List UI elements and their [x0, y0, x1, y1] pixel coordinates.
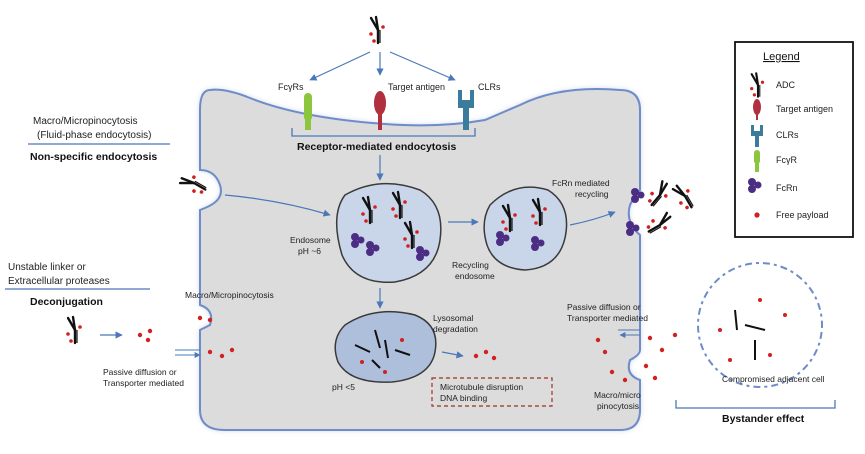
- top-adc-icon: [368, 15, 386, 45]
- lysosome-ph-label: pH <5: [332, 382, 355, 392]
- target-antigen-icon: [753, 99, 761, 120]
- payload-dot: [672, 332, 678, 338]
- payload-dot: [659, 347, 665, 353]
- unstable-linker-label: Unstable linker or: [8, 262, 86, 273]
- receptor-mediated-label: Receptor-mediated endocytosis: [297, 141, 456, 153]
- legend-item-fcrn: FcRn: [776, 183, 798, 193]
- endosome-ph-label: pH ~6: [298, 246, 321, 256]
- deconjugation-label: Deconjugation: [30, 296, 103, 308]
- recycled-adc-icon: [643, 209, 676, 239]
- free-payload-dot: [147, 328, 153, 334]
- payload-dot: [643, 363, 649, 369]
- free-payload-icon: [754, 212, 760, 218]
- recycling-endosome-label-2: endosome: [455, 271, 495, 281]
- fcrn-recycling-label-2: recycling: [575, 189, 609, 199]
- free-payload-dot: [145, 337, 151, 343]
- receptor-bracket: [291, 128, 476, 137]
- dna-binding-label: DNA binding: [440, 393, 488, 403]
- legend-item-clrs: CLRs: [776, 130, 799, 140]
- bystander-label: Bystander effect: [722, 413, 805, 425]
- recycling-endosome-label: Recycling: [452, 260, 489, 270]
- payload-dot: [602, 349, 608, 355]
- clr-receptor-icon: [458, 90, 474, 130]
- transporter-right-label: Transporter mediated: [567, 313, 648, 323]
- legend-item-free-payload: Free payload: [776, 210, 829, 220]
- payload-dot: [609, 369, 615, 375]
- mechanism-of-action-box: [431, 377, 553, 407]
- compromised-cell-label: Compromised adjacent cell: [722, 374, 825, 384]
- bystander-bracket: [675, 400, 836, 409]
- free-payload-dot: [491, 355, 497, 361]
- target-antigen-receptor-icon: [374, 91, 386, 130]
- macro-micro-label-2: Macro/Micropinocytosis: [185, 290, 274, 300]
- endosome-label: Endosome: [290, 235, 331, 245]
- payload-dot: [647, 335, 653, 341]
- payload-dot: [622, 377, 628, 383]
- clr-icon: [751, 125, 763, 147]
- lysosome: [334, 310, 437, 383]
- payload-dot: [219, 353, 225, 359]
- clrs-label: CLRs: [478, 82, 501, 92]
- payload-dot: [207, 349, 213, 355]
- pinocytosis-right-label: pinocytosis: [597, 401, 639, 411]
- entering-adc-icon: [177, 169, 210, 199]
- released-adc-icon: [669, 180, 699, 213]
- endosome: [335, 182, 442, 284]
- passive-diffusion-right-label: Passive diffusion or: [567, 302, 641, 312]
- proteases-label: Extracellular proteases: [8, 276, 110, 287]
- macro-micro-label: Macro/Micropinocytosis: [33, 116, 137, 127]
- fcgr-label: FcγRs: [278, 82, 304, 92]
- payload-dot: [652, 375, 658, 381]
- legend-item-adc: ADC: [776, 80, 796, 90]
- compromised-adjacent-cell: [697, 262, 823, 388]
- recycling-endosome: [483, 186, 568, 271]
- lysosomal-degradation-label-2: degradation: [433, 324, 478, 334]
- recycled-adc-icon: [643, 178, 675, 211]
- fluid-phase-label: (Fluid-phase endocytosis): [37, 130, 152, 141]
- legend-title: Legend: [763, 51, 800, 63]
- microtubule-label: Microtubule disruption: [440, 382, 523, 392]
- deconjugating-adc-icon: [64, 315, 84, 345]
- legend-item-target-antigen: Target antigen: [776, 104, 833, 114]
- transporter-left-label: Transporter mediated: [103, 378, 184, 388]
- payload-dot: [229, 347, 235, 353]
- legend: Legend ADC Target antigen CLRs FcγR FcRn…: [734, 41, 854, 238]
- free-payload-dot: [473, 353, 479, 359]
- legend-item-fcgr: FcγR: [776, 155, 797, 165]
- free-payload-dot: [137, 332, 143, 338]
- fcgr-receptor-icon: [304, 93, 312, 130]
- target-antigen-label: Target antigen: [388, 82, 445, 92]
- payload-dot: [207, 317, 213, 323]
- lysosomal-degradation-label: Lysosomal: [433, 313, 473, 323]
- fcrn-recycling-label: FcRn mediated: [552, 178, 610, 188]
- payload-dot: [595, 337, 601, 343]
- passive-diffusion-left-label: Passive diffusion or: [103, 367, 177, 377]
- free-payload-dot: [483, 349, 489, 355]
- fcgr-icon: [754, 150, 760, 172]
- macro-micro-right-label: Macro/micro: [594, 390, 641, 400]
- non-specific-label: Non-specific endocytosis: [30, 151, 157, 163]
- payload-dot: [197, 315, 203, 321]
